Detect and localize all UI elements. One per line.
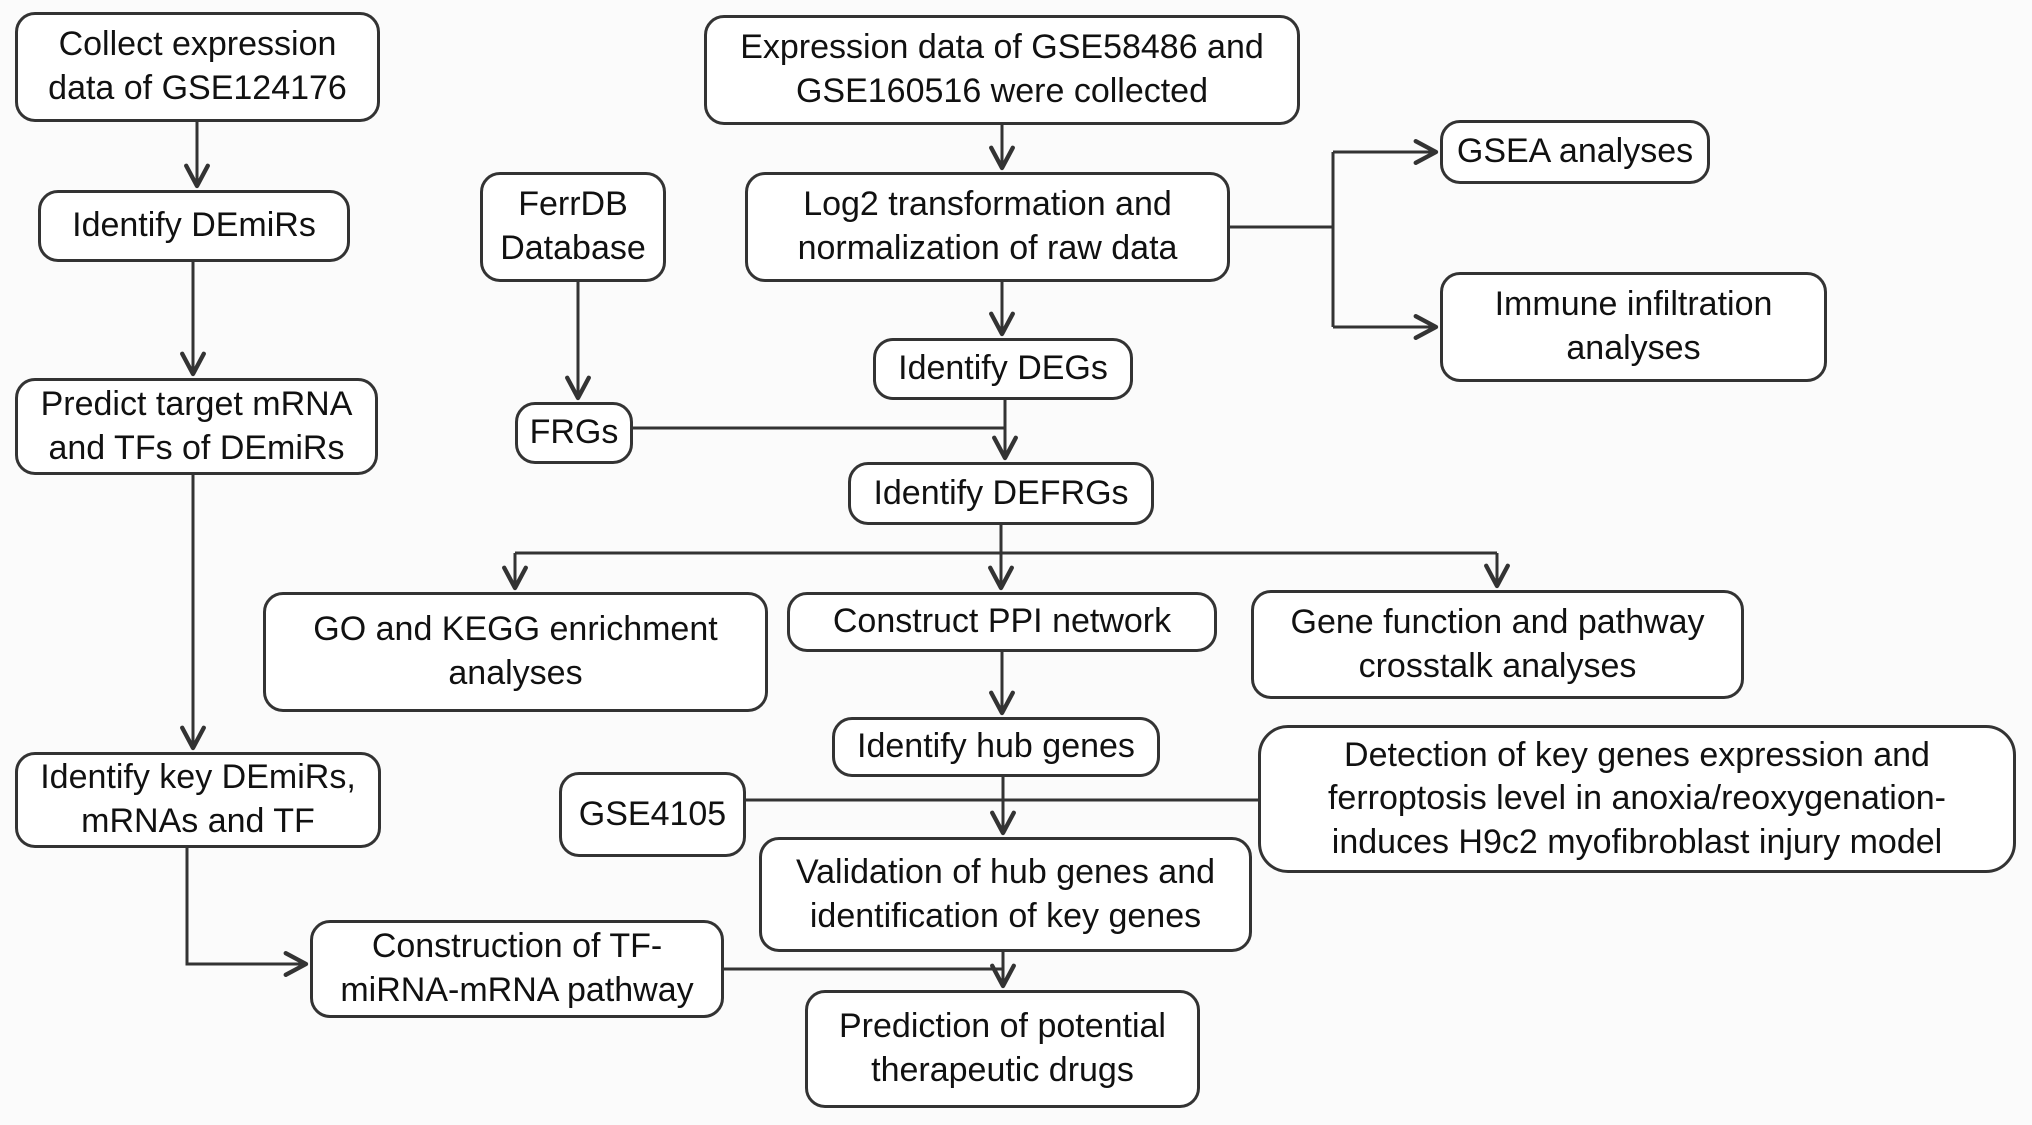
node-identify-hub-genes: Identify hub genes (832, 717, 1160, 777)
node-log2-normalization: Log2 transformation and normalization of… (745, 172, 1230, 282)
node-prediction-therapeutic-drugs: Prediction of potential therapeutic drug… (805, 990, 1200, 1108)
node-go-kegg-enrichment: GO and KEGG enrichment analyses (263, 592, 768, 712)
node-collect-expression-data: Collect expression data of GSE124176 (15, 12, 380, 122)
node-immune-infiltration: Immune infiltration analyses (1440, 272, 1827, 382)
node-construction-tf-mirna-mrna: Construction of TF- miRNA-mRNA pathway (310, 920, 724, 1018)
node-validation-hub-genes: Validation of hub genes and identificati… (759, 837, 1252, 952)
edge-identify-key-to-construction-tf (185, 848, 309, 977)
node-identify-defrgs: Identify DEFRGs (848, 462, 1154, 525)
node-expression-data-collected: Expression data of GSE58486 and GSE16051… (704, 15, 1300, 125)
node-predict-target-mrna: Predict target mRNA and TFs of DEmiRs (15, 378, 378, 475)
node-gsea-analyses: GSEA analyses (1440, 120, 1710, 184)
node-gse4105: GSE4105 (559, 772, 746, 857)
node-identify-key-demirs: Identify key DEmiRs, mRNAs and TF (15, 752, 381, 848)
node-construct-ppi-network: Construct PPI network (787, 592, 1217, 652)
node-detection-key-genes: Detection of key genes expression and fe… (1258, 725, 2016, 873)
node-identify-degs: Identify DEGs (873, 338, 1133, 400)
node-ferrdb-database: FerrDB Database (480, 172, 666, 282)
node-frgs: FRGs (515, 402, 633, 464)
node-identify-demirs: Identify DEmiRs (38, 190, 350, 262)
node-gene-function-crosstalk: Gene function and pathway crosstalk anal… (1251, 590, 1744, 699)
